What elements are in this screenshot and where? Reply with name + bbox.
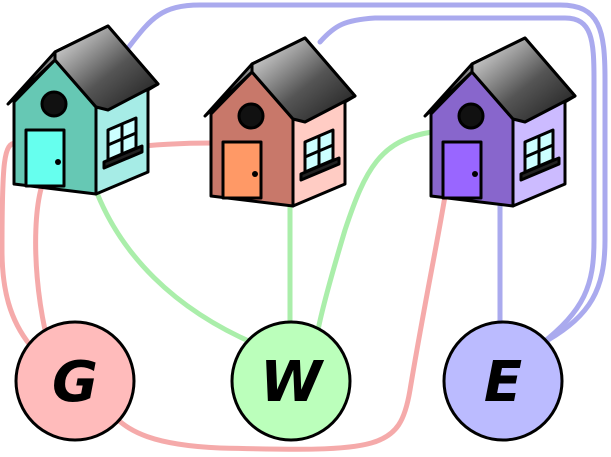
line-electric-house-orange xyxy=(317,15,597,348)
line-electric-house-teal xyxy=(125,2,608,343)
utility-electric-label: E xyxy=(484,350,522,415)
house-window-transom xyxy=(524,143,554,159)
house-window-sill xyxy=(299,156,341,182)
house-window-sill xyxy=(102,144,144,170)
house-roof-side xyxy=(250,36,357,124)
house-purple xyxy=(423,36,577,208)
utility-water-label: W xyxy=(260,350,325,415)
line-water-house-teal xyxy=(94,190,268,351)
house-attic-window xyxy=(237,102,265,130)
house-roof-side xyxy=(470,36,577,124)
utility-electric-circle xyxy=(442,320,564,442)
utility-water-circle xyxy=(230,320,352,442)
house-door-knob xyxy=(55,159,61,165)
line-water-house-purple xyxy=(315,129,435,333)
house-window-transom xyxy=(304,143,334,159)
house-door xyxy=(24,128,66,188)
house-orange xyxy=(203,36,357,208)
house-door xyxy=(441,140,483,200)
house-attic-window xyxy=(457,102,485,130)
house-door-knob xyxy=(472,171,478,177)
utility-gas-circle xyxy=(14,320,136,442)
house-roof-side xyxy=(53,24,160,112)
line-gas-house-purple xyxy=(115,175,451,452)
house-door-knob xyxy=(252,171,258,177)
utility-water: W xyxy=(230,320,352,442)
house-teal xyxy=(6,24,160,196)
house-door xyxy=(221,140,263,200)
utility-gas-label: G xyxy=(52,350,98,415)
line-gas-house-teal xyxy=(0,140,33,348)
house-window-transom xyxy=(107,131,137,147)
house-window-sill xyxy=(519,156,561,182)
utility-gas: G xyxy=(14,320,136,442)
house-attic-window xyxy=(40,90,68,118)
utility-electric: E xyxy=(442,320,564,442)
